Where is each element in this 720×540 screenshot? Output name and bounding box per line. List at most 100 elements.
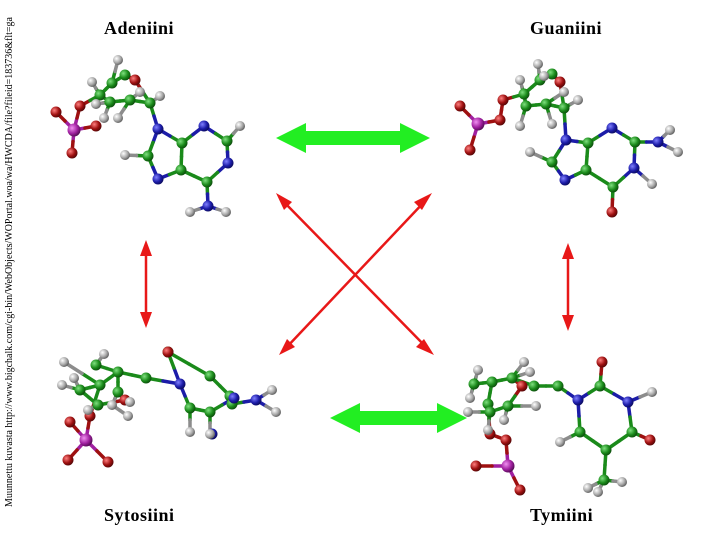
nitrogen-atom [622, 396, 634, 408]
hydrogen-atom [91, 99, 101, 109]
adenine-molecule [50, 55, 245, 217]
hydrogen-atom [463, 407, 473, 417]
nitrogen-atom [202, 200, 214, 212]
hydrogen-atom [525, 147, 535, 157]
oxygen-atom [596, 356, 608, 368]
carbon-atom [94, 379, 106, 391]
hydrogen-atom [235, 121, 245, 131]
oxygen-atom [516, 380, 528, 392]
carbon-atom [574, 426, 586, 438]
hydrogen-atom [559, 87, 569, 97]
carbon-atom [142, 150, 154, 162]
hydrogen-atom [185, 427, 195, 437]
hydrogen-atom [665, 125, 675, 135]
hydrogen-atom [135, 87, 145, 97]
oxygen-atom [497, 94, 509, 106]
oxygen-atom [64, 416, 76, 428]
hydrogen-atom [647, 179, 657, 189]
title-cytosine: Sytosiini [104, 505, 175, 525]
pairing-arrow-adenine-guanine [276, 123, 430, 153]
hydrogen-atom [69, 373, 79, 383]
hydrogen-atom [473, 365, 483, 375]
hydrogen-atom [515, 75, 525, 85]
carbon-atom [540, 98, 552, 110]
hydrogen-atom [205, 429, 215, 439]
oxygen-atom [514, 484, 526, 496]
hydrogen-atom [125, 397, 135, 407]
hydrogen-atom [539, 71, 549, 81]
hydrogen-atom [647, 387, 657, 397]
nitrogen-atom [559, 174, 571, 186]
carbon-atom [486, 376, 498, 388]
carbon-atom [221, 135, 233, 147]
carbon-atom [558, 102, 570, 114]
hydrogen-atom [519, 357, 529, 367]
carbon-atom [582, 137, 594, 149]
hydrogen-atom [59, 357, 69, 367]
hydrogen-atom [483, 425, 493, 435]
hydrogen-atom [99, 349, 109, 359]
phosphorus-atom [67, 123, 81, 137]
oxygen-atom [554, 76, 566, 88]
hydrogen-atom [107, 400, 117, 410]
carbon-atom [546, 156, 558, 168]
carbon-atom [502, 400, 514, 412]
title-adenine: Adeniini [104, 18, 175, 38]
carbon-atom [124, 94, 136, 106]
hydrogen-atom [87, 77, 97, 87]
oxygen-atom [500, 434, 512, 446]
carbon-atom [626, 426, 638, 438]
oxygen-atom [464, 144, 476, 156]
carbon-atom [90, 359, 102, 371]
carbon-atom [140, 372, 152, 384]
oxygen-atom [66, 147, 78, 159]
carbon-atom [528, 380, 540, 392]
nitrogen-atom [250, 394, 262, 406]
carbon-atom [518, 88, 530, 100]
nitrogen-atom [174, 378, 186, 390]
nitrogen-atom [198, 120, 210, 132]
hydrogen-atom [267, 385, 277, 395]
carbon-atom [119, 69, 131, 81]
cytosine-molecule [57, 346, 281, 468]
hydrogen-atom [617, 477, 627, 487]
phosphorus-atom [79, 433, 93, 447]
hydrogen-atom [555, 437, 565, 447]
oxygen-atom [470, 460, 482, 472]
oxygen-atom [494, 114, 506, 126]
nitrogen-atom [560, 134, 572, 146]
carbon-atom [546, 68, 558, 80]
hydrogen-atom [533, 59, 543, 69]
hydrogen-atom [155, 91, 165, 101]
oxygen-atom [50, 106, 62, 118]
oxygen-atom [162, 346, 174, 358]
oxygen-atom [606, 206, 618, 218]
hydrogen-atom [113, 55, 123, 65]
oxygen-atom [62, 454, 74, 466]
nitrogen-atom [606, 122, 618, 134]
oxygen-atom [74, 100, 86, 112]
carbon-atom [144, 97, 156, 109]
carbon-atom [176, 137, 188, 149]
carbon-atom [552, 380, 564, 392]
oxygen-atom [644, 434, 656, 446]
carbon-atom [580, 164, 592, 176]
hydrogen-atom [515, 121, 525, 131]
hydrogen-atom [673, 147, 683, 157]
hydrogen-atom [113, 113, 123, 123]
carbon-atom [600, 444, 612, 456]
carbon-atom [104, 96, 116, 108]
carbon-atom [520, 100, 532, 112]
nitrogen-atom [152, 123, 164, 135]
carbon-atom [94, 89, 106, 101]
carbon-atom [184, 402, 196, 414]
carbon-atom [629, 136, 641, 148]
carbon-atom [468, 378, 480, 390]
hydrogen-atom [593, 487, 603, 497]
carbon-atom [607, 181, 619, 193]
guanine-molecule [454, 59, 683, 218]
nitrogen-atom [652, 136, 664, 148]
oxygen-atom [454, 100, 466, 112]
oxygen-atom [90, 120, 102, 132]
